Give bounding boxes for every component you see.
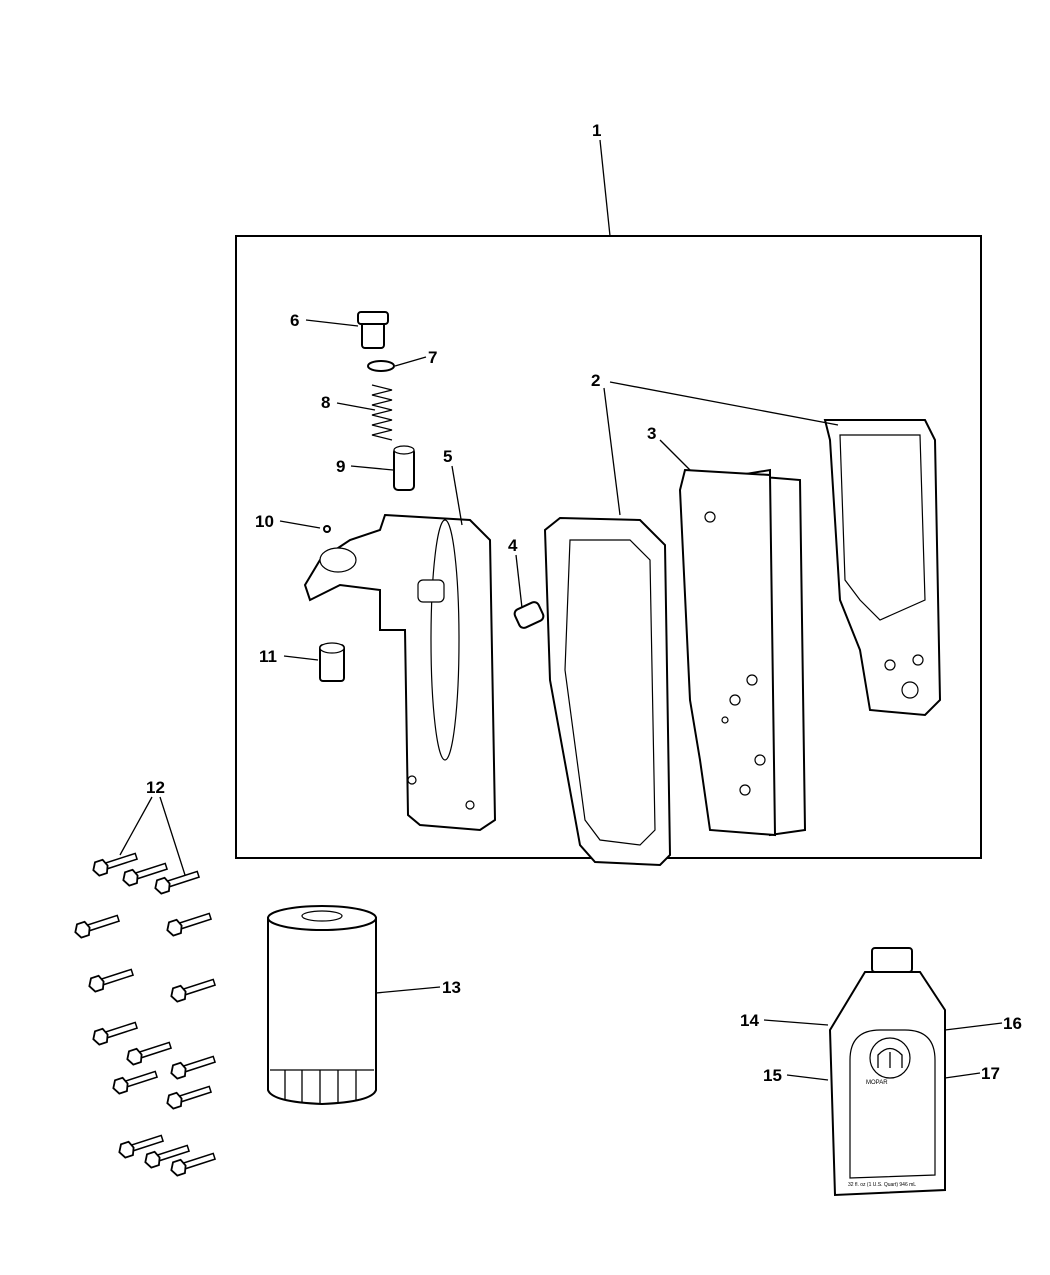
leader-lines xyxy=(119,139,1003,1081)
bolts-part-12 xyxy=(74,852,217,1177)
callout-14: 14 xyxy=(740,1011,759,1030)
callout-2: 2 xyxy=(591,371,600,390)
bolt xyxy=(122,862,169,887)
callout-13: 13 xyxy=(442,978,461,997)
piston-part-9 xyxy=(393,445,415,491)
bolt xyxy=(170,1055,217,1080)
callout-12: 12 xyxy=(146,778,165,797)
callout-1: 1 xyxy=(592,121,601,140)
bolt xyxy=(154,870,201,895)
plug-part-6 xyxy=(357,311,389,349)
bolt xyxy=(166,1085,213,1110)
bottle-volume-text: 32 fl. oz (1 U.S. Quart) 946 mL xyxy=(848,1182,916,1188)
spring-part-8 xyxy=(371,384,393,441)
gasket-part-2-rear xyxy=(823,419,942,717)
bolt xyxy=(170,978,217,1003)
callout-3: 3 xyxy=(647,424,656,443)
oil-filter-part-13 xyxy=(267,905,377,1106)
callout-6: 6 xyxy=(290,311,299,330)
bolt xyxy=(92,1021,139,1046)
bolt xyxy=(112,1070,159,1095)
housing-part-5 xyxy=(303,513,497,832)
bolt xyxy=(144,1144,191,1169)
callout-8: 8 xyxy=(321,393,330,412)
callout-10: 10 xyxy=(255,512,274,531)
callout-9: 9 xyxy=(336,457,345,476)
bolt xyxy=(118,1134,165,1159)
bolt xyxy=(74,914,121,939)
callout-16: 16 xyxy=(1003,1014,1022,1033)
plug-part-11 xyxy=(319,642,345,682)
o-ring-part-7 xyxy=(367,360,395,372)
bolt xyxy=(126,1041,173,1066)
bottle-brand-text: MOPAR xyxy=(866,1080,888,1086)
callout-17: 17 xyxy=(981,1064,1000,1083)
bolt xyxy=(166,912,213,937)
oil-cooler-part-3 xyxy=(678,468,807,837)
callout-5: 5 xyxy=(443,447,452,466)
callout-11: 11 xyxy=(259,647,277,666)
callout-15: 15 xyxy=(763,1066,782,1085)
bolt xyxy=(170,1152,217,1177)
bolt xyxy=(88,968,135,993)
callout-7: 7 xyxy=(428,348,437,367)
callout-4: 4 xyxy=(508,536,518,555)
ball-part-10 xyxy=(323,525,331,533)
sleeve-part-4 xyxy=(513,601,545,629)
gasket-part-2-front xyxy=(543,516,672,867)
bolt xyxy=(92,852,139,877)
oil-bottle: MOPAR 32 fl. oz (1 U.S. Quart) 946 mL xyxy=(828,947,946,1197)
